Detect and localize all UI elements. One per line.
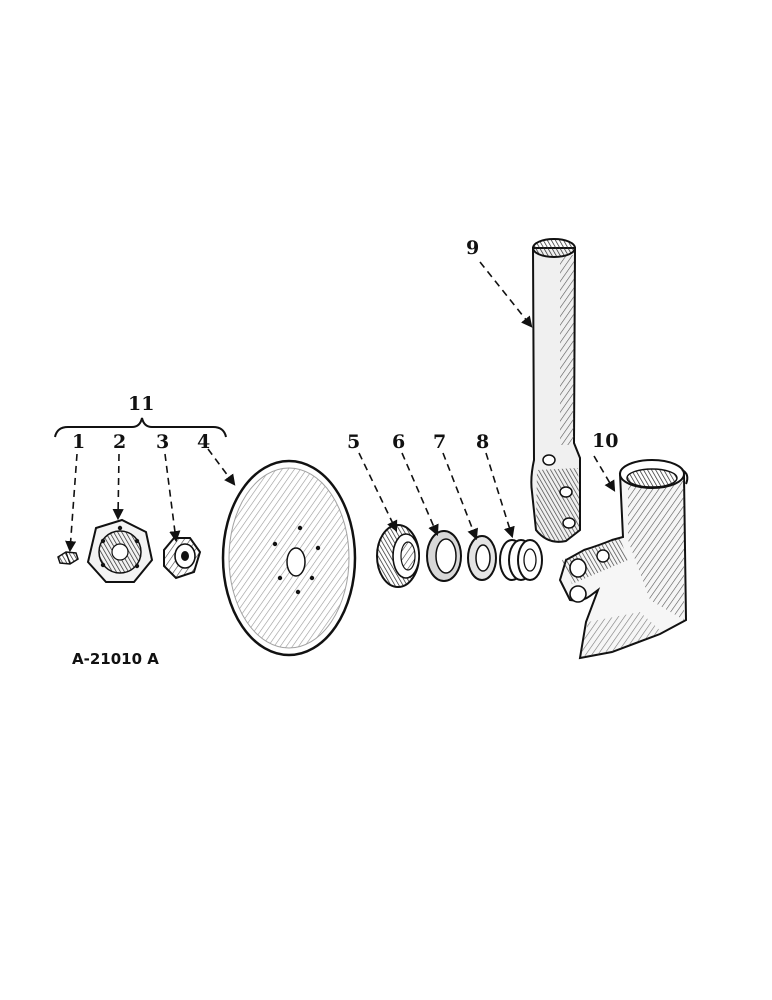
callout-1: 1 [72,431,85,453]
part-6-seal [426,530,462,582]
callout-3: 3 [156,431,169,453]
leader-7 [442,452,478,541]
leader-10 [593,455,616,492]
part-3-nut [163,537,202,580]
part-7-washer [467,535,497,581]
part-1-bolt [57,551,79,565]
leader-2 [112,453,124,521]
callout-5: 5 [347,431,360,453]
part-8-rings [499,539,543,581]
part-10-bracket [558,459,689,660]
callout-6: 6 [392,431,405,453]
leader-1 [65,453,78,553]
callout-8: 8 [476,431,489,453]
part-4-disc-blade [221,459,357,657]
group-bracket [54,417,227,438]
part-2-hub [86,518,154,583]
part-5-bearing [376,524,420,588]
callout-11: 11 [128,393,154,415]
callout-7: 7 [433,431,446,453]
callout-9: 9 [466,237,479,259]
leader-4 [207,448,236,486]
leader-5 [358,452,398,533]
callout-4: 4 [197,431,210,453]
callout-10: 10 [592,430,618,452]
leader-9 [479,261,533,328]
leader-8 [485,452,515,539]
leader-6 [401,452,439,537]
part-9-arm-shaft [530,238,581,543]
figure-id: A-21010 A [72,650,159,668]
leader-3 [164,453,181,543]
callout-2: 2 [113,431,126,453]
